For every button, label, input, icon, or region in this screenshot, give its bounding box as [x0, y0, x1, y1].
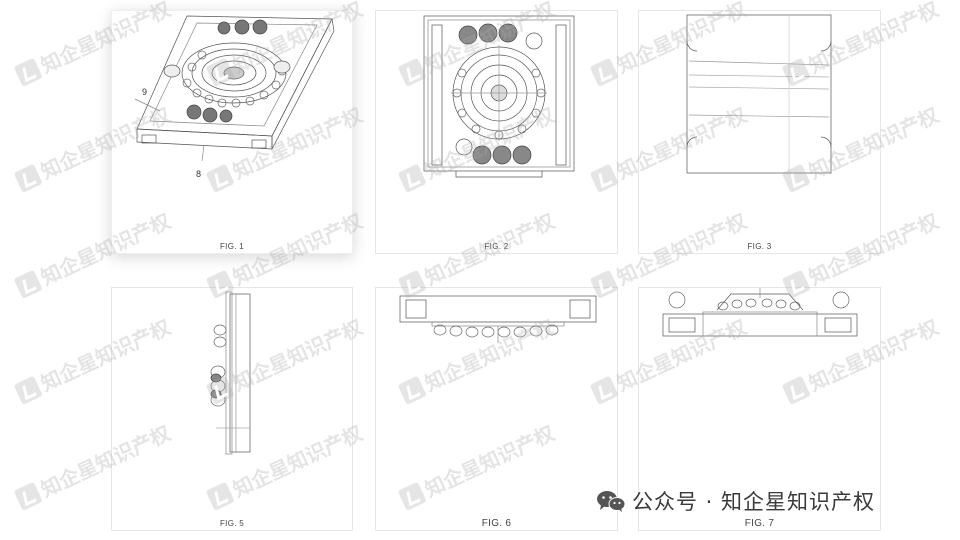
- watermark-logo-icon: [13, 269, 43, 299]
- watermark-logo-icon: [13, 481, 43, 511]
- watermark-logo-icon: [13, 57, 43, 87]
- reference-number-9: 9: [142, 87, 148, 97]
- figure-5-drawing: [210, 291, 251, 455]
- figure-3-caption: FIG. 3: [747, 242, 772, 251]
- figure-6-panel: FIG. 6: [375, 287, 618, 531]
- wechat-icon: [596, 489, 626, 513]
- figure-3-drawing: [686, 14, 832, 174]
- reference-number-8: 8: [196, 169, 202, 179]
- watermark-logo-icon: [13, 163, 43, 193]
- figure-7-caption: FIG. 7: [744, 518, 775, 529]
- figure-6-drawing: [399, 295, 597, 342]
- figure-6-caption: FIG. 6: [481, 518, 512, 529]
- figure-5-panel: FIG. 5: [111, 287, 353, 531]
- wechat-brand: 公众号 · 知企星知识产权: [596, 486, 875, 516]
- figure-5-caption: FIG. 5: [219, 519, 245, 528]
- figure-2-panel: FIG. 2: [375, 10, 618, 254]
- figure-1-drawing: [134, 15, 335, 162]
- watermark-logo-icon: [13, 375, 43, 405]
- figure-1-caption: FIG. 1: [219, 242, 245, 251]
- figure-2-caption: FIG. 2: [484, 242, 509, 251]
- figure-2-drawing: [423, 15, 575, 178]
- brand-text: 公众号 · 知企星知识产权: [632, 490, 876, 514]
- figure-3-panel: FIG. 3: [638, 10, 881, 254]
- figure-7-drawing: [662, 288, 858, 337]
- figure-1-panel: 9 8 FIG. 1: [111, 10, 353, 254]
- figure-7-panel: FIG. 7: [638, 287, 881, 531]
